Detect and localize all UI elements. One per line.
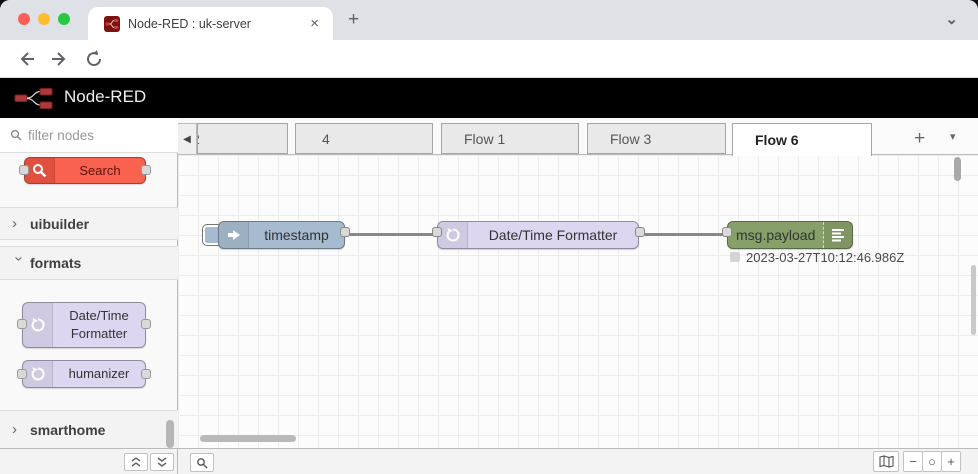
category-label: smarthome xyxy=(30,421,106,438)
page-scrollbar[interactable] xyxy=(971,265,976,335)
canvas-horizontal-scrollbar[interactable] xyxy=(200,435,296,442)
chevron-down-icon: › xyxy=(10,255,28,261)
palette-scrollbar[interactable] xyxy=(166,420,174,448)
node-output-port[interactable] xyxy=(141,165,151,175)
collapse-all-button[interactable] xyxy=(124,453,148,471)
node-output-port[interactable] xyxy=(141,369,151,379)
browser-toolbar: Not Secure uk-server :2718/#flow/cd14c30… xyxy=(0,40,978,114)
palette-node-datetime-formatter[interactable]: Date/Time Formatter xyxy=(22,302,146,348)
palette-footer xyxy=(0,449,178,474)
palette-node-label: Search xyxy=(79,162,121,178)
scroll-tabs-left-button[interactable]: ◀ xyxy=(178,123,197,155)
main-area: Search › uibuilder › formats Date/Time F… xyxy=(0,118,978,448)
node-red-brand: Node-RED xyxy=(64,87,147,106)
flow-tab-label: 2 xyxy=(198,131,200,147)
inject-arrow-icon xyxy=(219,222,249,248)
browser-tab[interactable]: Node-RED : uk-server × xyxy=(88,7,333,40)
palette-node-label: humanizer xyxy=(68,366,130,382)
close-window-button[interactable] xyxy=(18,13,30,25)
node-input-port[interactable] xyxy=(17,319,27,329)
expand-all-button[interactable] xyxy=(150,453,174,471)
fullscreen-window-button[interactable] xyxy=(58,13,70,25)
inject-node-timestamp[interactable]: timestamp xyxy=(218,221,345,249)
datetime-formatter-node[interactable]: Date/Time Formatter xyxy=(437,221,639,249)
node-red-logo-icon xyxy=(14,88,53,109)
footer-bar: − ○ + xyxy=(0,448,978,474)
zoom-out-button[interactable]: − xyxy=(903,451,923,472)
palette-node-label: Date/Time Formatter xyxy=(69,308,129,341)
node-status-icon xyxy=(730,252,740,262)
node-status-text: 2023-03-27T10:12:46.986Z xyxy=(746,250,905,265)
zoom-reset-button[interactable]: ○ xyxy=(922,451,942,472)
flow-tab-label: Flow 6 xyxy=(755,132,799,148)
browser-tab-title: Node-RED : uk-server xyxy=(128,16,251,31)
node-input-port[interactable] xyxy=(432,227,442,237)
flow-canvas[interactable]: timestamp Date/Time Formatter msg.payloa… xyxy=(178,155,978,448)
node-input-port[interactable] xyxy=(722,227,732,237)
canvas-vertical-scrollbar[interactable] xyxy=(954,157,961,181)
category-label: formats xyxy=(30,255,82,271)
navigator-map-button[interactable] xyxy=(873,451,899,472)
chevron-right-icon: › xyxy=(12,215,17,232)
flow-tab-flow3[interactable]: Flow 3 xyxy=(587,123,726,154)
node-red-header: Node-RED Deploy ▾ xyxy=(0,78,978,191)
node-palette: Search › uibuilder › formats Date/Time F… xyxy=(0,118,178,448)
node-label: Date/Time Formatter xyxy=(488,227,618,243)
flow-tab-label: 4 xyxy=(322,130,330,147)
reload-button[interactable] xyxy=(84,49,104,69)
palette-category-uibuilder[interactable]: › uibuilder xyxy=(0,207,178,240)
timer-icon xyxy=(23,361,53,387)
palette-node-search[interactable]: Search xyxy=(24,157,146,184)
flow-tab-partial[interactable]: 2 xyxy=(197,123,288,154)
search-flows-button[interactable] xyxy=(190,453,214,472)
flow-tab-4[interactable]: 4 xyxy=(295,123,433,154)
node-output-port[interactable] xyxy=(141,319,151,329)
search-icon xyxy=(10,129,22,141)
filter-nodes-input[interactable] xyxy=(28,127,158,143)
new-tab-button[interactable]: + xyxy=(348,9,360,30)
debug-node-msg-payload[interactable]: msg.payload xyxy=(727,221,853,249)
node-output-port[interactable] xyxy=(340,227,350,237)
palette-category-formats[interactable]: › formats xyxy=(0,246,178,280)
magnifier-icon xyxy=(25,158,55,183)
tab-close-icon[interactable]: × xyxy=(310,15,319,32)
minimize-window-button[interactable] xyxy=(38,13,50,25)
flow-tab-bar: ◀ 2 4 Flow 1 Flow 3 Flow 6 + ▾ xyxy=(178,118,978,156)
palette-node-humanizer[interactable]: humanizer xyxy=(22,360,146,388)
node-input-port[interactable] xyxy=(19,165,29,175)
zoom-in-button[interactable]: + xyxy=(941,451,961,472)
palette-filter-row xyxy=(0,118,178,153)
node-input-port[interactable] xyxy=(17,369,27,379)
flow-tab-label: Flow 1 xyxy=(464,130,506,147)
palette-category-smarthome[interactable]: › smarthome xyxy=(0,410,178,448)
node-label: msg.payload xyxy=(736,227,816,243)
workspace: ◀ 2 4 Flow 1 Flow 3 Flow 6 + ▾ xyxy=(178,118,978,448)
timer-icon xyxy=(438,222,468,248)
wire[interactable] xyxy=(640,233,728,236)
flow-tab-flow6-active[interactable]: Flow 6 xyxy=(732,123,872,156)
back-button[interactable] xyxy=(16,49,36,69)
node-label: timestamp xyxy=(264,227,329,243)
flow-tab-label: Flow 3 xyxy=(610,130,652,147)
flow-tab-flow1[interactable]: Flow 1 xyxy=(441,123,579,154)
browser-tab-strip: Node-RED : uk-server × + ⌄ xyxy=(0,0,978,40)
chevron-down-icon[interactable]: ⌄ xyxy=(945,11,958,28)
forward-button[interactable] xyxy=(50,49,70,69)
flow-list-caret-icon[interactable]: ▾ xyxy=(950,131,956,143)
debug-list-icon xyxy=(823,222,852,248)
category-label: uibuilder xyxy=(30,215,90,232)
wire[interactable] xyxy=(345,233,438,236)
node-red-favicon-icon xyxy=(104,15,120,32)
timer-icon xyxy=(23,303,53,347)
node-output-port[interactable] xyxy=(635,227,645,237)
add-flow-button[interactable]: + xyxy=(914,128,926,149)
chevron-right-icon: › xyxy=(12,421,17,438)
